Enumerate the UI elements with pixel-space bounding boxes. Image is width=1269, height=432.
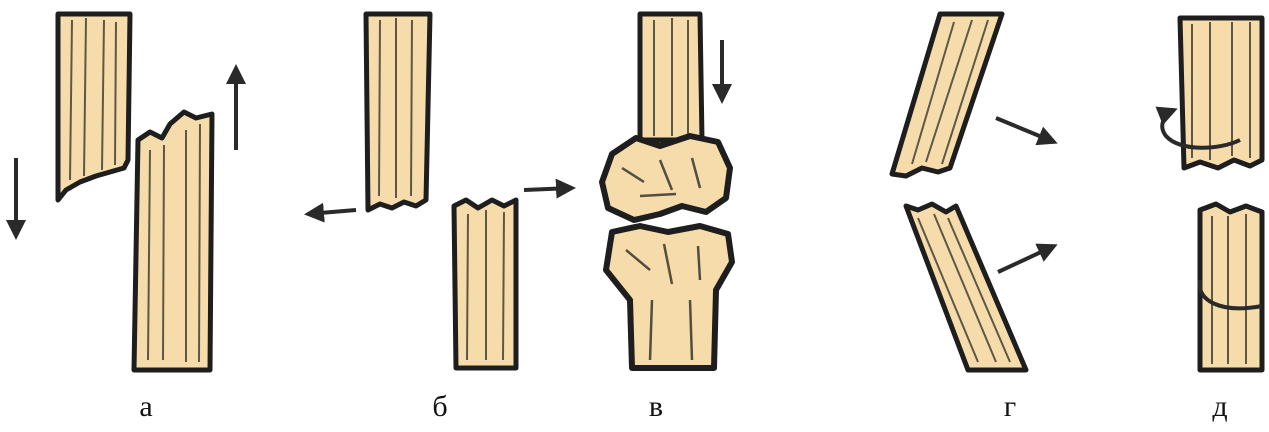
bone-epiphysis-lower <box>606 226 732 368</box>
arrow-right <box>524 188 572 190</box>
bone-fragment-lower <box>134 112 212 370</box>
panel-label-v: в <box>649 392 663 422</box>
arrow-right-up <box>998 246 1054 272</box>
bone-fragment-lower <box>1200 204 1262 370</box>
bone-shaft-upper <box>640 14 702 140</box>
panel-label-d: д <box>1212 392 1227 422</box>
arrow-left <box>308 210 356 214</box>
bone-fragment-lower <box>906 204 1026 370</box>
panel-d <box>1162 18 1262 370</box>
arrow-right-down <box>996 118 1054 142</box>
panel-label-g: г <box>1004 392 1016 422</box>
panel-a <box>16 14 236 370</box>
panel-g <box>892 14 1054 370</box>
bone-fragment-lower <box>454 200 516 368</box>
panel-b <box>308 14 572 368</box>
bone-fragment-upper <box>892 14 1002 176</box>
bone-fragment-upper <box>366 14 430 210</box>
panel-label-a: а <box>139 392 152 422</box>
bone-epiphysis-upper <box>602 136 730 220</box>
panel-v <box>602 14 732 368</box>
panel-label-b: б <box>432 392 447 422</box>
bone-fragment-upper <box>58 14 130 200</box>
